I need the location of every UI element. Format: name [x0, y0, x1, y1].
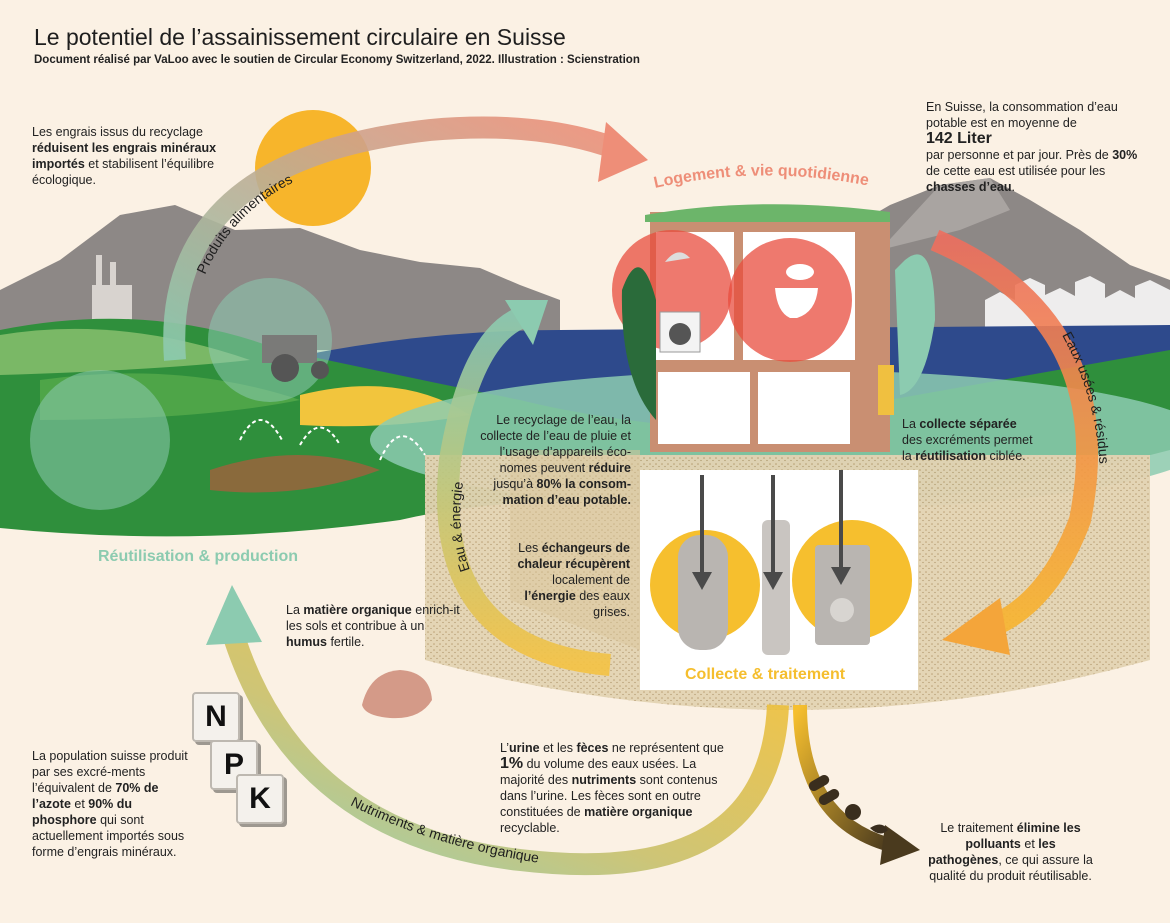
reuse-bubble-field [30, 370, 170, 510]
npk-bag-n: N [192, 692, 240, 742]
note-recycling: Le recyclage de l’eau, la collecte de l’… [480, 413, 631, 507]
note-consumption: En Suisse, la consommation d’eau potable… [926, 100, 1138, 194]
toilet-icon [775, 288, 818, 318]
note-treatment: Le traitement élimine les polluants et l… [928, 821, 1093, 883]
npk-bag-k: K [236, 774, 284, 824]
compost-heap [362, 670, 432, 719]
pill-icon [808, 775, 830, 791]
section-housing: Logement & vie quotidienne [652, 162, 870, 191]
nutrients-flow-arrow [224, 636, 789, 876]
note-fertilizer: Les engrais issus du recyclage réduisent… [32, 125, 217, 187]
wastewater-flow-arrow [930, 229, 1098, 636]
inflow-arrows [692, 470, 851, 590]
food-flow-arrow [163, 116, 624, 361]
page-subtitle: Document réalisé par VaLoo avec le souti… [34, 54, 640, 66]
water-energy-flow-arrow [437, 307, 611, 676]
sprinkler-arcs [239, 419, 426, 461]
page-title: Le potentiel de l’assainissement circula… [34, 24, 566, 50]
section-reuse: Réutilisation & production [98, 548, 298, 565]
note-organic-matter: La matière organique enrich-it les sols … [286, 603, 460, 649]
tree-right [895, 254, 935, 395]
note-population: La population suisse produit par ses exc… [32, 749, 188, 859]
left-mountains [0, 205, 560, 350]
npk-bag-p: P [210, 740, 258, 790]
note-heat-exchangers: Les échangeurs de chaleur récupèrent loc… [517, 541, 630, 619]
tree-left [621, 267, 656, 420]
note-separate-collection: La collecte séparée des excréments perme… [902, 417, 1033, 463]
shower-icon [665, 252, 690, 262]
pathogen-icon [845, 804, 861, 820]
treatment-output-arrow [793, 704, 892, 852]
note-urine-feces: L’urine et les fèces ne représentent que… [500, 741, 724, 835]
section-collect: Collecte & traitement [685, 666, 846, 683]
